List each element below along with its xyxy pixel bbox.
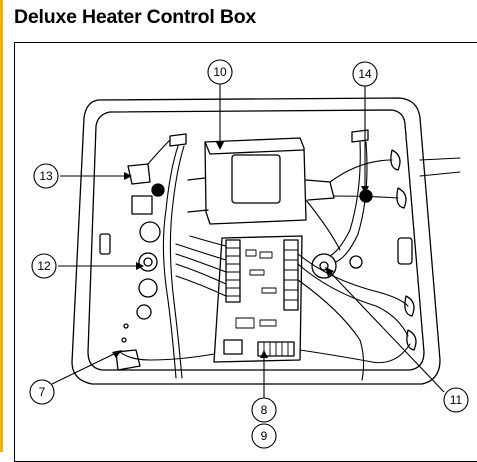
page-title: Deluxe Heater Control Box bbox=[14, 6, 257, 28]
callout-13-circle bbox=[33, 163, 59, 189]
terminal-board bbox=[213, 235, 303, 363]
knob-top bbox=[139, 221, 161, 243]
fuse-holder bbox=[127, 163, 151, 185]
callout-11-circle bbox=[443, 387, 469, 413]
callout-11-label: 11 bbox=[450, 393, 463, 407]
callout-9-circle bbox=[251, 423, 277, 449]
callout-7-label: 7 bbox=[39, 385, 46, 399]
callout-9-label: 9 bbox=[261, 429, 268, 443]
enclosure-outer bbox=[71, 97, 441, 385]
accent-bar bbox=[0, 0, 3, 452]
knob-middle bbox=[138, 252, 158, 272]
callout-14-label: 14 bbox=[358, 67, 372, 81]
callout-13-label: 13 bbox=[39, 169, 53, 183]
callout-10-circle bbox=[207, 59, 233, 85]
callout-12-label: 12 bbox=[37, 259, 51, 273]
callout-8-circle bbox=[251, 397, 277, 423]
knob-bottom bbox=[138, 278, 158, 298]
callout-8-label: 8 bbox=[261, 403, 268, 417]
callout-7-circle bbox=[29, 379, 55, 405]
heater-control-box-diagram: 10 14 13 12 7 8 9 11 bbox=[29, 59, 469, 449]
callout-10-label: 10 bbox=[213, 65, 227, 79]
ground-lug bbox=[115, 349, 141, 371]
enclosure-inner bbox=[87, 109, 425, 371]
callout-14-circle bbox=[352, 61, 378, 87]
relay bbox=[311, 253, 337, 279]
transformer bbox=[204, 137, 307, 225]
callout-12-circle bbox=[31, 253, 57, 279]
